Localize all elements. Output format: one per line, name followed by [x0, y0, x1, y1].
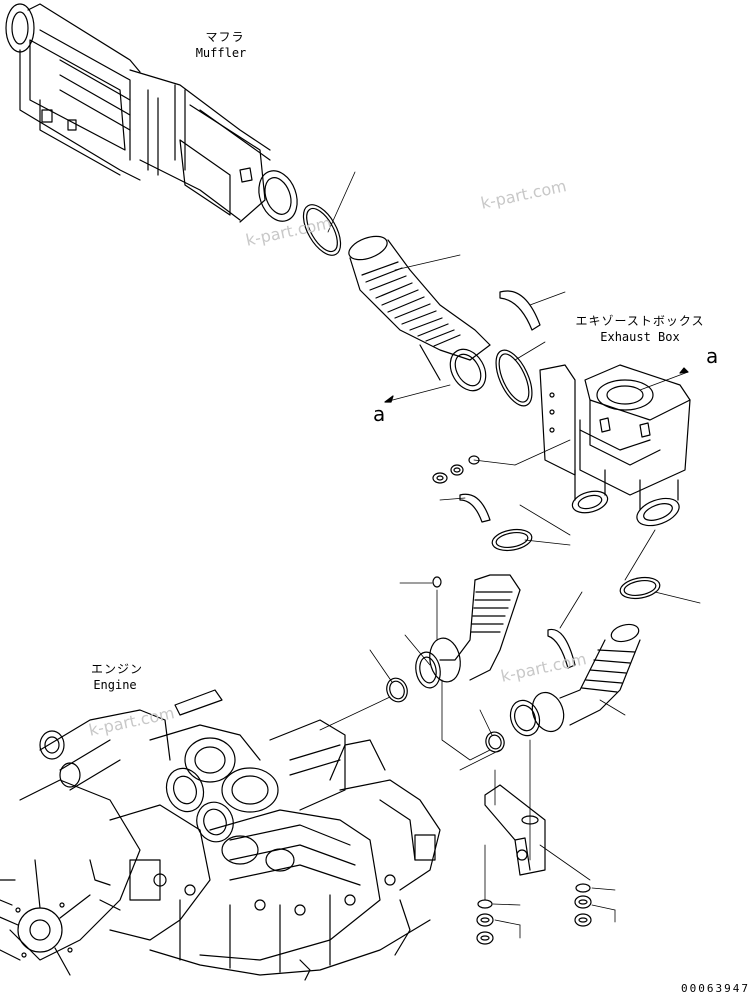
- callout-a-left: a: [373, 402, 386, 426]
- upper-flex-pipe: [302, 171, 491, 403]
- engine-label-jp: エンジン: [90, 662, 143, 676]
- upper-clamps: [495, 290, 566, 407]
- exhaust-box-label-jp: エキゾーストボックス: [575, 314, 705, 328]
- middle-clamps: [439, 493, 701, 604]
- bottom-bolts: [476, 883, 616, 945]
- lower-left-pipe: [319, 574, 521, 731]
- engine-label-en: Engine: [93, 678, 137, 692]
- bracket-drawing: [484, 769, 591, 901]
- upper-nuts: [432, 455, 516, 484]
- exhaust-box-label-en: Exhaust Box: [600, 330, 680, 344]
- muffler-label-jp: マフラ: [205, 30, 245, 44]
- muffler-label-en: Muffler: [195, 46, 247, 60]
- exhaust-box-drawing: [514, 364, 691, 527]
- muffler-drawing: [5, 3, 298, 223]
- engine-drawing: [0, 689, 441, 981]
- callout-a-right: a: [706, 344, 719, 368]
- lower-right-pipe: [441, 591, 641, 861]
- drawing-code: 00063947: [681, 982, 750, 995]
